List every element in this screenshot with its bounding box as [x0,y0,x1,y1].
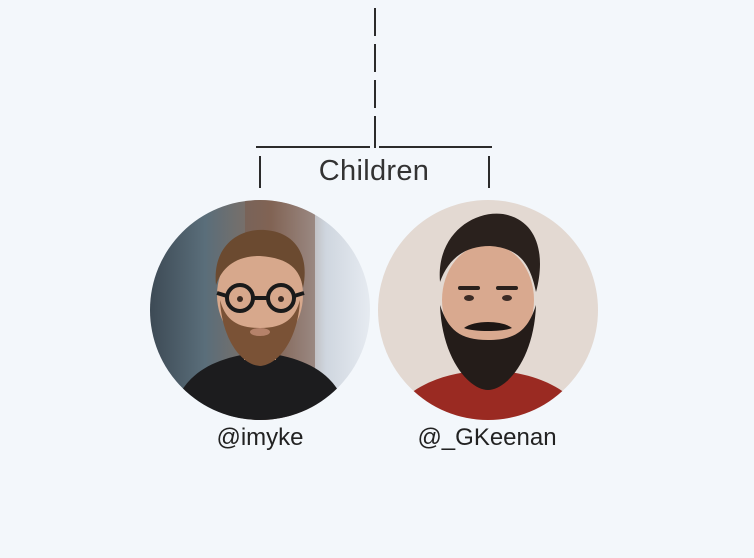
avatar-gkeenan [378,200,598,420]
handle-imyke: @imyke [216,424,304,451]
profile-photo-glasses-man [150,200,370,420]
avatar-imyke [150,200,370,420]
profile-photo-bearded-man [378,200,598,420]
tree-connector-lines [256,8,492,188]
children-label: Children [318,155,430,187]
handle-gkeenan: @_GKeenan [417,424,557,451]
